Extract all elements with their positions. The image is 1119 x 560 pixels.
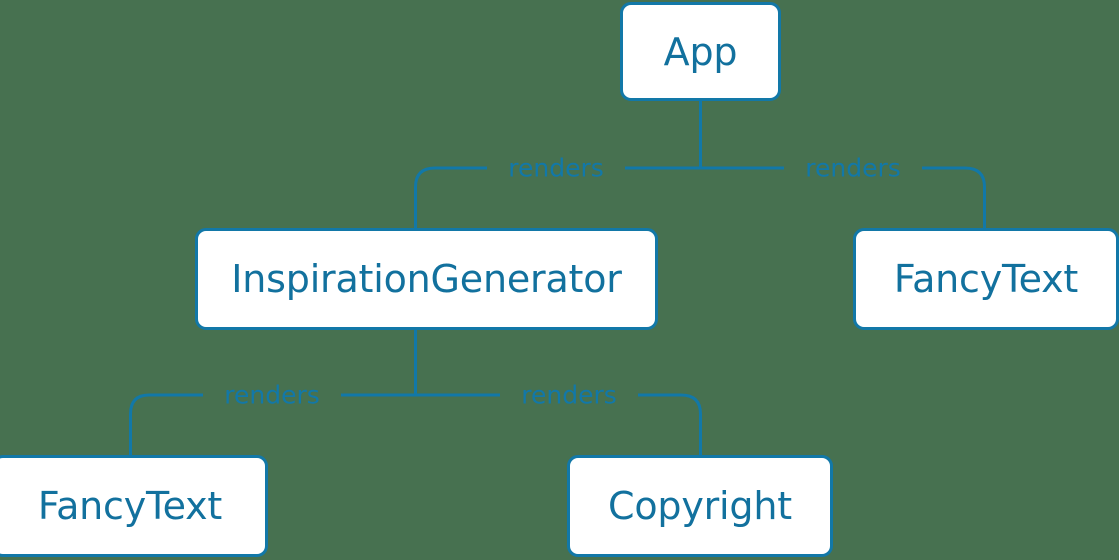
label-gap-app-inspiration	[487, 154, 625, 182]
connector-inspirationgenerator-to-copyright	[415, 393, 702, 455]
node-fancytext-bottom-label: FancyText	[37, 484, 223, 528]
node-copyright[interactable]: Copyright	[567, 455, 833, 557]
node-app[interactable]: App	[620, 2, 781, 101]
edge-label-app-to-inspirationgenerator: renders	[508, 153, 604, 183]
node-fancytext-right[interactable]: FancyText	[853, 228, 1119, 330]
connector-app-to-inspirationgenerator	[414, 166, 701, 228]
node-copyright-label: Copyright	[608, 484, 792, 528]
node-fancytext-bottom[interactable]: FancyText	[0, 455, 268, 557]
label-gap-inspiration-fancytext	[203, 381, 341, 409]
edge-label-inspirationgenerator-to-fancytext-bottom: renders	[224, 380, 320, 410]
node-fancytext-right-label: FancyText	[893, 257, 1079, 301]
connector-inspirationgenerator-to-fancytext-bottom	[129, 393, 416, 455]
label-gap-inspiration-copyright	[500, 381, 638, 409]
edge-label-inspirationgenerator-to-copyright: renders	[521, 380, 617, 410]
connector-app-to-fancytext-right	[700, 166, 986, 228]
node-inspirationgenerator[interactable]: InspirationGenerator	[195, 228, 658, 330]
edge-label-app-to-fancytext-right: renders	[805, 153, 901, 183]
node-app-label: App	[663, 29, 738, 74]
label-gap-app-fancytext	[784, 154, 922, 182]
node-inspirationgenerator-label: InspirationGenerator	[231, 257, 622, 301]
